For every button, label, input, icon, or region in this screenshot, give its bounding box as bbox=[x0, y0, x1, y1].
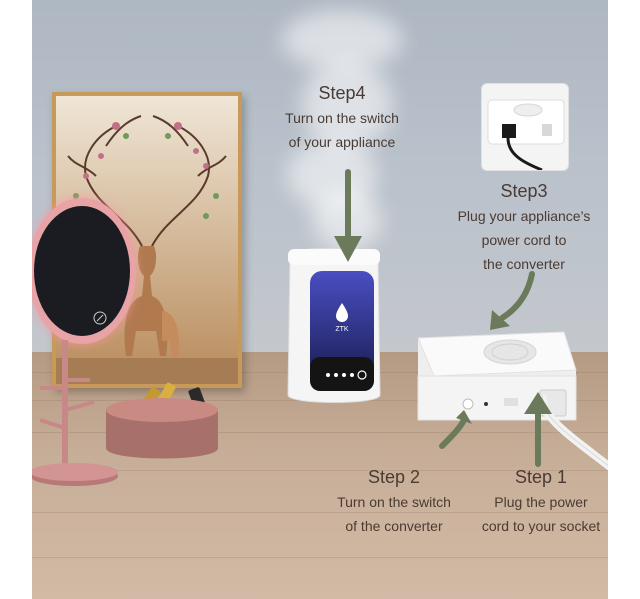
step1-title: Step 1 bbox=[514, 467, 568, 487]
step1-line-2: cord to your socket bbox=[481, 518, 601, 534]
step4-line-1: Turn on the switch bbox=[285, 110, 399, 126]
vanity-mirror bbox=[32, 198, 136, 344]
touch-button-icon bbox=[93, 311, 107, 325]
step4-title: Step4 bbox=[318, 83, 366, 103]
step3-title: Step3 bbox=[500, 181, 548, 201]
cosmetics-bowl bbox=[106, 382, 218, 459]
mirror-stand bbox=[32, 340, 118, 486]
svg-text:ZTK: ZTK bbox=[335, 326, 349, 333]
step4-caption: Step4 Turn on the switch of your applian… bbox=[252, 80, 432, 154]
arrow-step3 bbox=[499, 271, 535, 321]
step2-title: Step 2 bbox=[367, 467, 421, 487]
power-button-icon bbox=[357, 370, 367, 380]
step3-caption: Step3 Plug your appliance’s power cord t… bbox=[446, 178, 602, 276]
product-scene: ZTK bbox=[32, 0, 608, 599]
deer-painting bbox=[52, 92, 242, 388]
power-button-icon bbox=[462, 398, 474, 410]
step3-line-1: Plug your appliance’s bbox=[457, 208, 591, 224]
inset-photo-converter-with-plug bbox=[481, 83, 569, 171]
instruction-arrows bbox=[334, 169, 552, 467]
mist-cloud bbox=[302, 60, 392, 150]
water-drop-icon bbox=[336, 303, 348, 322]
step4-line-2: of your appliance bbox=[288, 134, 396, 150]
step2-caption: Step 2 Turn on the switch of the convert… bbox=[314, 464, 474, 538]
humidifier-appliance: ZTK bbox=[280, 245, 388, 407]
arrow-step2 bbox=[439, 417, 467, 449]
step1-caption: Step 1 Plug the power cord to your socke… bbox=[474, 464, 608, 538]
step2-line-1: Turn on the switch bbox=[337, 494, 451, 510]
step2-line-2: of the converter bbox=[345, 518, 443, 534]
step3-line-3: the converter bbox=[483, 256, 565, 272]
step1-line-1: Plug the power bbox=[494, 494, 588, 510]
step3-line-2: power cord to bbox=[481, 232, 567, 248]
